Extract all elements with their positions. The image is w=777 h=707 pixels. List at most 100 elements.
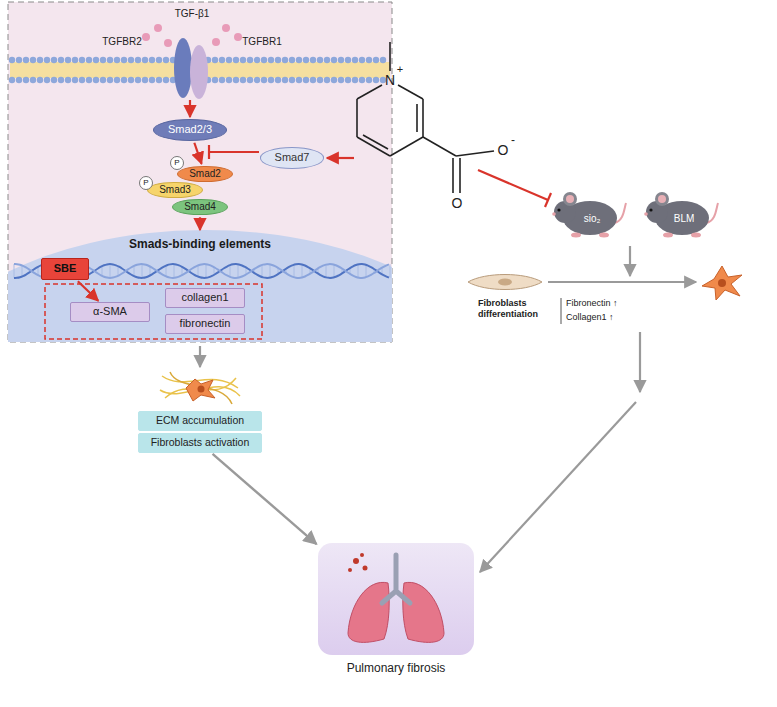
cell-membrane [261,57,267,63]
dna-helix [390,264,391,277]
dna-helix [206,264,207,278]
cell-membrane [345,57,351,63]
lung-illustration [363,566,368,571]
cell-membrane [261,77,267,83]
cell-membrane [100,77,106,83]
signaling-panel [0,2,505,570]
cell-membrane [9,77,15,83]
mouse-illustration [571,233,581,238]
trigonelline-structure [423,137,456,156]
receptor [190,45,208,99]
cell-membrane [226,77,232,83]
dna-helix [326,265,327,278]
fibroblast-cell [468,275,542,290]
cell-membrane [352,77,358,83]
receptor [174,38,208,99]
mouse-illustration [655,192,669,206]
cell-membrane [121,77,127,83]
ecm-fibroblast [170,372,232,404]
cell-membrane [93,57,99,63]
connector-arrow [199,217,201,230]
cell-membrane [275,57,281,63]
trigonelline-structure [452,158,454,193]
gene-box: α-SMA [70,302,150,322]
pathway-arrow [478,170,548,200]
cell-membrane [268,57,274,63]
dna-helix [238,264,239,278]
ecm-fibroblast [186,379,215,401]
cell-membrane [240,57,246,63]
cell-membrane [366,77,372,83]
cell-membrane [310,57,316,63]
mouse-illustration [552,212,556,216]
cell-membrane [93,77,99,83]
separator [561,298,562,324]
pathway-arrow [548,281,696,283]
connector-arrow [194,143,201,164]
node-label: Fibroblasts activation [147,436,253,449]
cell-membrane [65,77,71,83]
mouse-illustration [658,195,666,203]
dna-helix [110,264,111,278]
phospho-mark: P [170,156,184,170]
cell-membrane [163,57,169,63]
cell-membrane [352,57,358,63]
cell-membrane [359,77,365,83]
node-label: Pulmonary fibrosis [318,661,474,675]
mouse-illustration [557,208,560,211]
dna-helix [102,266,103,276]
cell-membrane [289,77,295,83]
cell-membrane [86,57,92,63]
cell-membrane [58,57,64,63]
trigonelline-structure [459,158,461,193]
node-label: fibronectin [174,317,236,331]
cell-membrane [79,57,85,63]
mouse-illustration [691,233,701,238]
dna-helix [22,265,23,276]
dna-helix [118,266,119,276]
cell-membrane [142,57,148,63]
cell-membrane [72,57,78,63]
atom-symbol: O [452,195,463,212]
gene-box: fibronectin [165,314,245,334]
node-label: Smad2/3 [168,123,212,137]
ligand [154,24,162,32]
cell-membrane [51,77,57,83]
trigonelline-structure [456,151,494,156]
annotation: Collagen1 ↑ [566,312,614,323]
cell-membrane [100,57,106,63]
cell-membrane [359,57,365,63]
trigonelline-structure [422,99,424,137]
node-label: sio₂ [584,213,601,224]
mouse-model: BLM [640,185,720,240]
pathway-arrow [208,145,210,159]
ligand [164,39,172,47]
cell-membrane [310,77,316,83]
cell-membrane [149,57,155,63]
myofibroblast-cell [718,279,726,287]
cell-membrane [44,77,50,83]
cell-membrane [373,77,379,83]
pathway-arrow [480,402,636,572]
protein-ellipse: Smad3 [147,182,203,199]
cell-membrane [219,57,225,63]
cell-membrane [226,57,232,63]
cell-membrane [247,57,253,63]
protein-ellipse: Smad7 [260,147,325,169]
dna-helix [174,264,175,278]
cell-membrane [254,57,260,63]
region-heading: Smads-binding elements [15,232,385,251]
node-label: Smad2 [189,168,221,181]
dna-helix [134,266,135,276]
cell-membrane [219,77,225,83]
lung-panel: Pulmonary fibrosis [318,543,474,683]
ligand [142,24,242,47]
mouse-illustration [644,212,648,216]
cell-membrane [380,57,386,63]
cell-membrane [72,77,78,83]
protein-ellipse: Smad2 [177,166,233,183]
dna-helix [14,264,15,278]
phospho-mark: P [139,176,153,190]
dna-helix [262,265,263,277]
ecm-fibroblast [198,386,205,393]
